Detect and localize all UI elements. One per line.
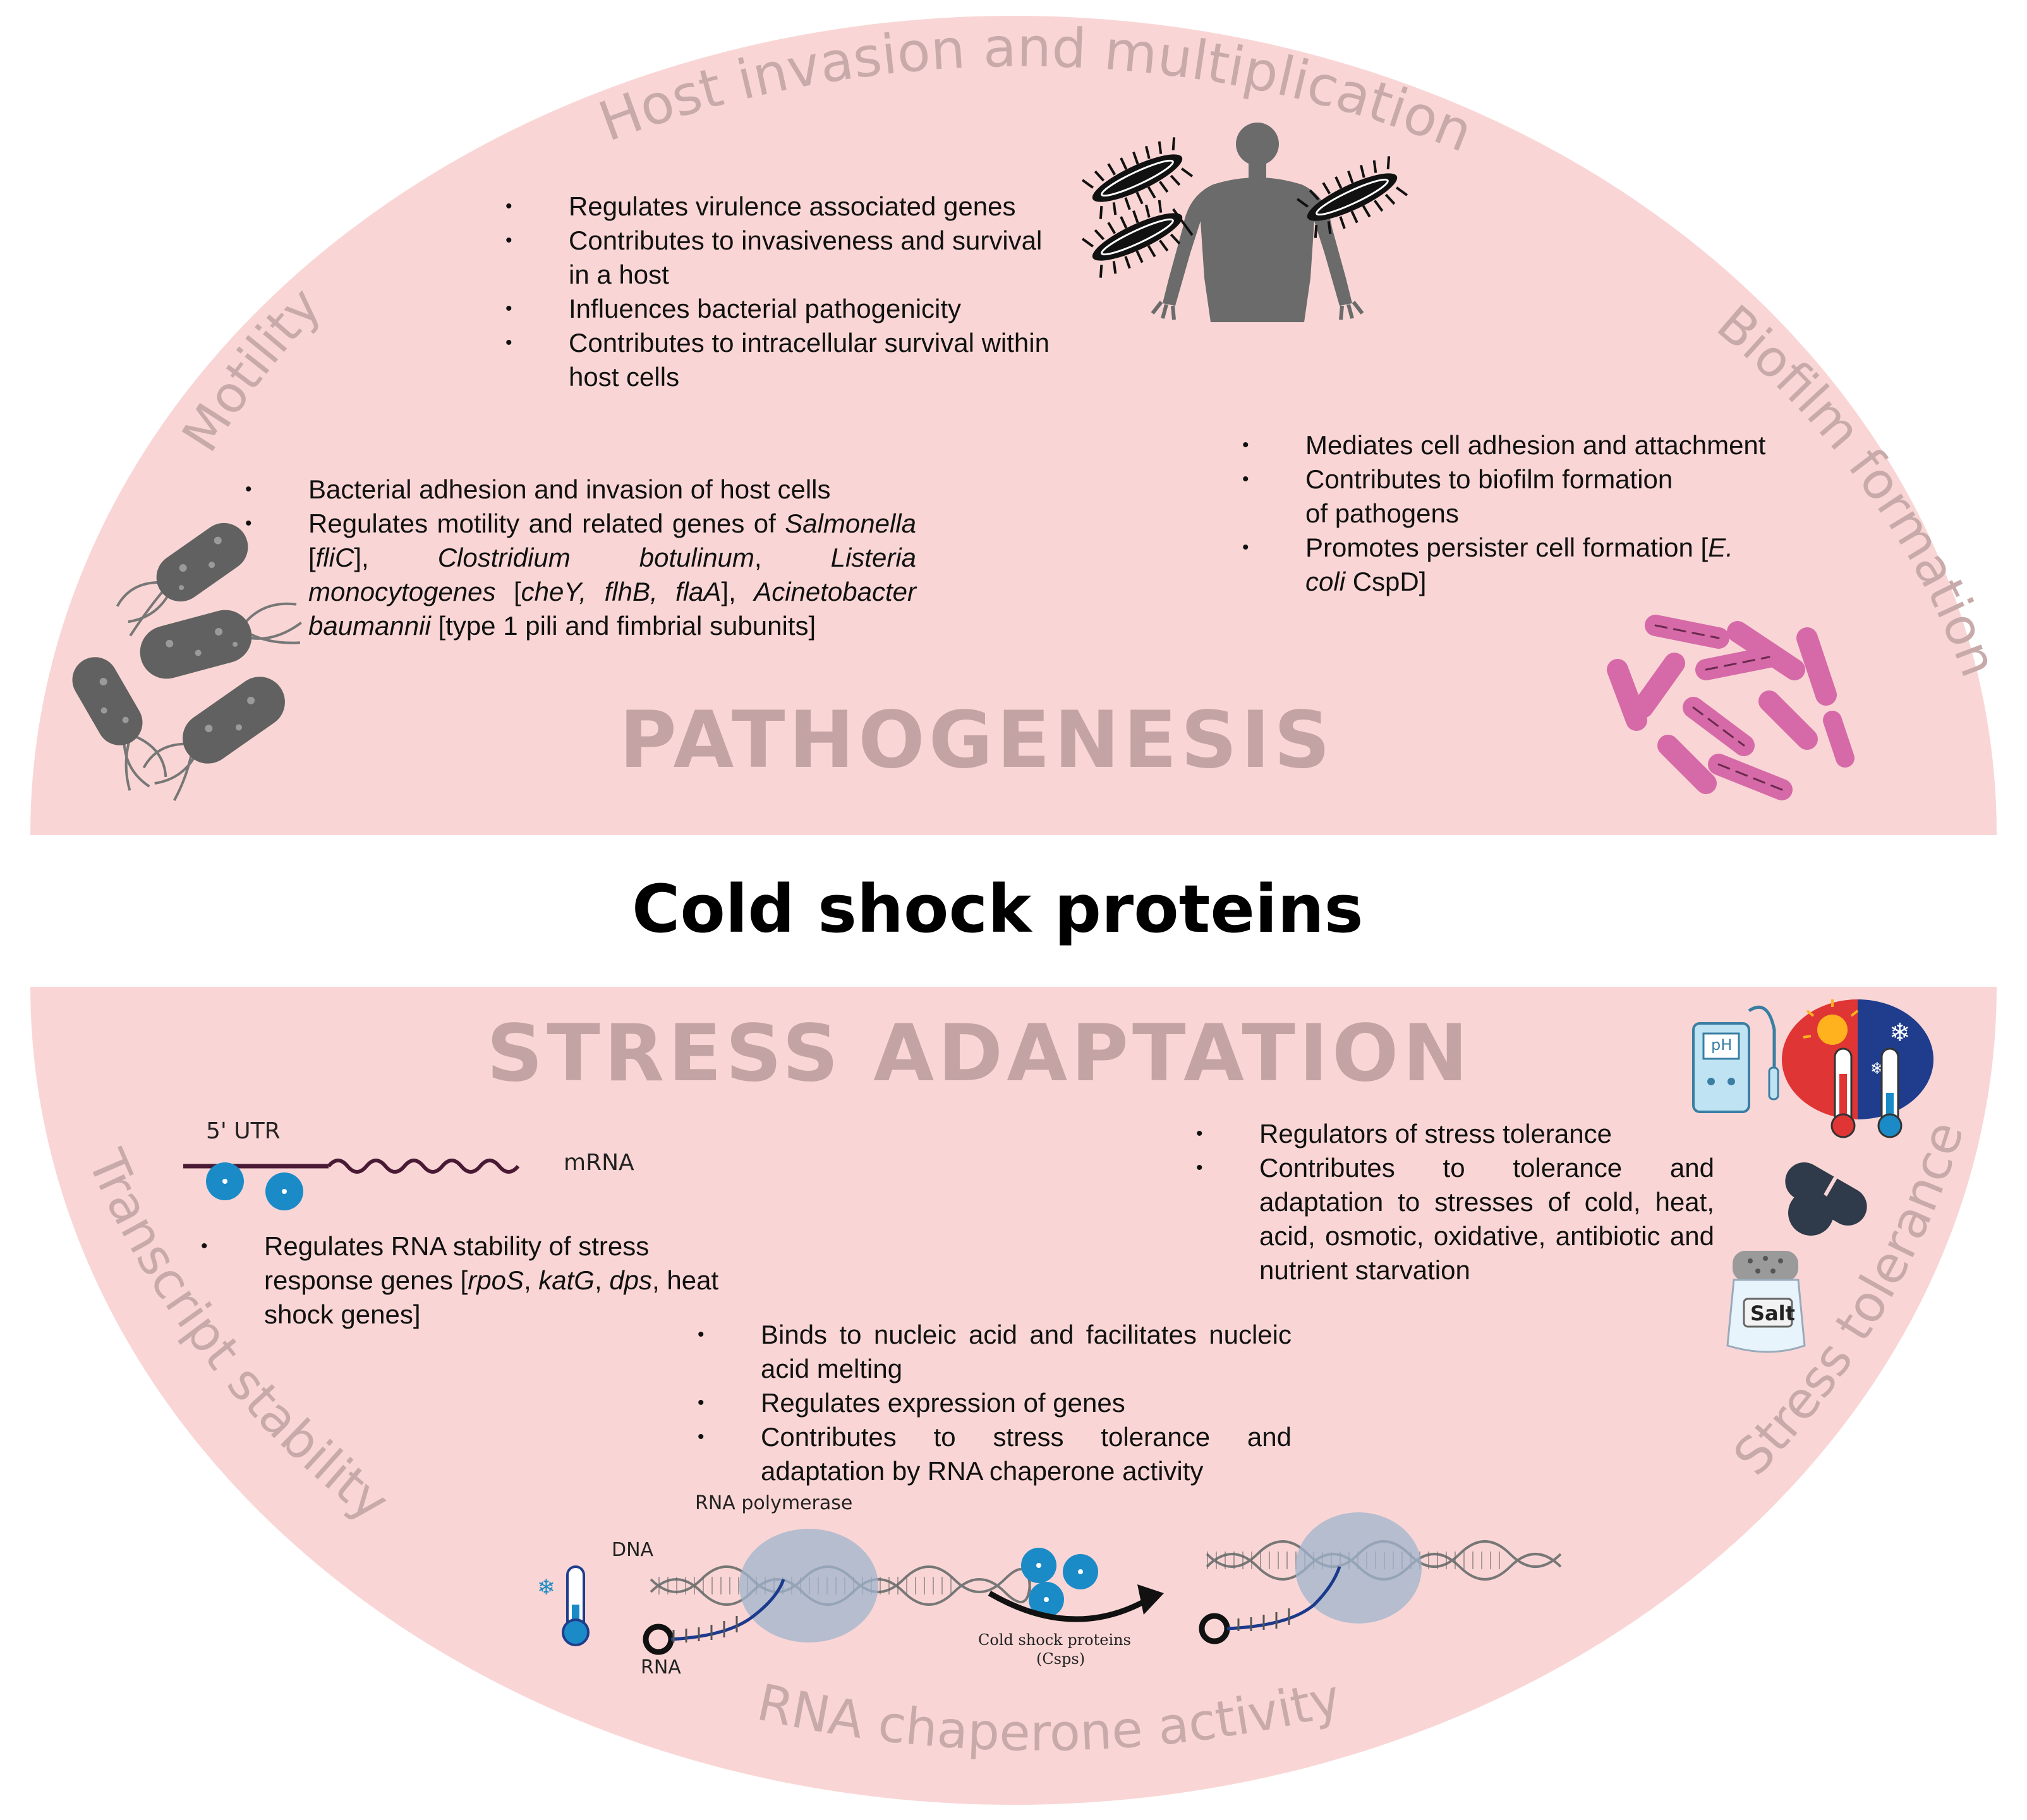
csp-arrow	[988, 1548, 1164, 1622]
svg-text:❄: ❄	[1870, 1059, 1884, 1078]
bullet-text: Regulates RNA stability of stress respon…	[264, 1231, 650, 1295]
bullet-italic: rpoS	[468, 1265, 524, 1295]
bullet-text: Influences bacterial pathogenicity	[569, 294, 962, 323]
pathogenesis-title: PATHOGENESIS	[619, 695, 1334, 786]
ph-icon-text: pH	[1711, 1036, 1733, 1054]
list-item: Binds to nucleic acid and facilitates nu…	[698, 1318, 1292, 1386]
bullet-text: Binds to nucleic acid and facilitates nu…	[761, 1320, 1292, 1383]
list-item: Influences bacterial pathogenicity	[505, 292, 1074, 326]
bullet-text: ,	[594, 1265, 610, 1295]
bullet-text: ],	[721, 577, 754, 606]
list-item: Contributes to intracellular survival wi…	[505, 326, 1062, 394]
list-item: Regulates RNA stability of stress respon…	[201, 1229, 719, 1332]
stress-adaptation-title: STRESS ADAPTATION	[487, 1008, 1472, 1099]
svg-text:❄: ❄	[537, 1575, 555, 1600]
host-bacteria-icon	[1081, 137, 1408, 278]
temperature-icon: ❄ ❄	[1782, 999, 1933, 1138]
bullet-text: Contributes to biofilm formation of path…	[1305, 464, 1673, 528]
motile-bacteria-icon	[72, 522, 302, 801]
bullet-italic: Listeria monocytogenes	[308, 543, 917, 606]
bullet-text: Regulates motility and related genes of	[308, 509, 785, 538]
rna-polymerase	[739, 1529, 878, 1642]
bullet-italic: cheY, flhB, flaA	[521, 577, 722, 606]
bullet-text: ],	[354, 543, 438, 572]
bullet-italic: E. coli	[1305, 533, 1733, 596]
mrna-diagram	[183, 1159, 520, 1210]
list-item: Mediates cell adhesion and attachment	[1242, 428, 1767, 462]
bullet-text: ,	[523, 1265, 539, 1295]
bullet-text: Contributes to stress tolerance and adap…	[761, 1422, 1292, 1486]
dna-after-diagram	[1199, 1512, 1562, 1644]
rna-polymerase	[1295, 1512, 1422, 1624]
motility-list: Bacterial adhesion and invasion of host …	[245, 473, 916, 643]
list-item: Promotes persister cell formation [E. co…	[1242, 531, 1767, 599]
antibiotic-pill-icon	[1785, 1162, 1867, 1236]
center-title: Cold shock proteins	[632, 871, 1364, 948]
bullet-text: , heat shock genes]	[264, 1265, 719, 1329]
bullet-italic: Acinetobacter baumannii	[308, 577, 917, 641]
bullet-text: [	[495, 577, 521, 606]
salt-icon-text: Salt	[1750, 1301, 1795, 1325]
csp-label-line1: Cold shock proteins	[978, 1631, 1131, 1649]
bullet-text: Contributes to intracellular survival wi…	[569, 328, 1050, 392]
bullet-italic: Clostridium botulinum	[437, 543, 754, 572]
list-item: Regulates motility and related genes of …	[245, 507, 916, 643]
list-item: Contributes to biofilm formation of path…	[1242, 462, 1685, 531]
mrna-label: mRNA	[564, 1150, 634, 1176]
bullet-text: Contributes to invasiveness and survival…	[569, 226, 1043, 289]
bullet-italic: katG	[538, 1265, 595, 1295]
rna-label: RNA	[641, 1656, 681, 1678]
salt-shaker-icon	[1726, 1251, 1806, 1353]
transcript-list: Regulates RNA stability of stress respon…	[201, 1229, 719, 1332]
list-item: Contributes to invasiveness and survival…	[505, 224, 1062, 292]
stress-list: Regulators of stress tolerance Contribut…	[1196, 1117, 1714, 1287]
bullet-italic: dps	[609, 1265, 653, 1295]
dna-label: DNA	[612, 1539, 654, 1561]
bullet-text: Mediates cell adhesion and attachment	[1305, 430, 1766, 460]
ph-meter-icon	[1692, 1005, 1779, 1113]
human-silhouette-icon	[1151, 123, 1364, 322]
list-item: Regulates virulence associated genes	[505, 190, 1074, 224]
bullet-text: ,	[754, 543, 831, 572]
bullet-italic: Salmonella	[785, 509, 916, 538]
list-item: Regulates expression of genes	[698, 1386, 1292, 1420]
list-item: Regulators of stress tolerance	[1196, 1117, 1714, 1151]
rna-polymerase-label: RNA polymerase	[695, 1492, 853, 1514]
csp-label-line2: (Csps)	[1036, 1650, 1086, 1668]
utr-label: 5' UTR	[206, 1118, 281, 1144]
list-item: Bacterial adhesion and invasion of host …	[245, 473, 916, 507]
list-item: Contributes to stress tolerance and adap…	[698, 1420, 1292, 1488]
bullet-text: Contributes to tolerance and adaptation …	[1259, 1153, 1714, 1285]
bullet-text: [	[308, 543, 316, 572]
bullet-text: Regulates expression of genes	[761, 1388, 1125, 1418]
bullet-text: Regulates virulence associated genes	[569, 191, 1016, 221]
svg-text:❄: ❄	[1889, 1018, 1911, 1047]
bullet-text: Bacterial adhesion and invasion of host …	[308, 474, 831, 504]
bullet-text: Regulators of stress tolerance	[1259, 1119, 1612, 1148]
bullet-text: CspD]	[1345, 567, 1427, 596]
bullet-text: [type 1 pili and fimbrial subunits]	[430, 611, 816, 641]
thermometer-cold-icon: ❄	[537, 1565, 590, 1646]
biofilm-list: Mediates cell adhesion and attachment Co…	[1242, 428, 1767, 599]
dna-before-diagram	[643, 1529, 1031, 1655]
bullet-text: Promotes persister cell formation [	[1305, 533, 1709, 562]
list-item: Contributes to tolerance and adaptation …	[1196, 1151, 1714, 1287]
biofilm-icon	[1607, 615, 1855, 800]
bullet-italic: fliC	[315, 543, 354, 572]
chaperone-list: Binds to nucleic acid and facilitates nu…	[698, 1318, 1292, 1488]
host-invasion-list: Regulates virulence associated genes Con…	[505, 190, 1074, 394]
